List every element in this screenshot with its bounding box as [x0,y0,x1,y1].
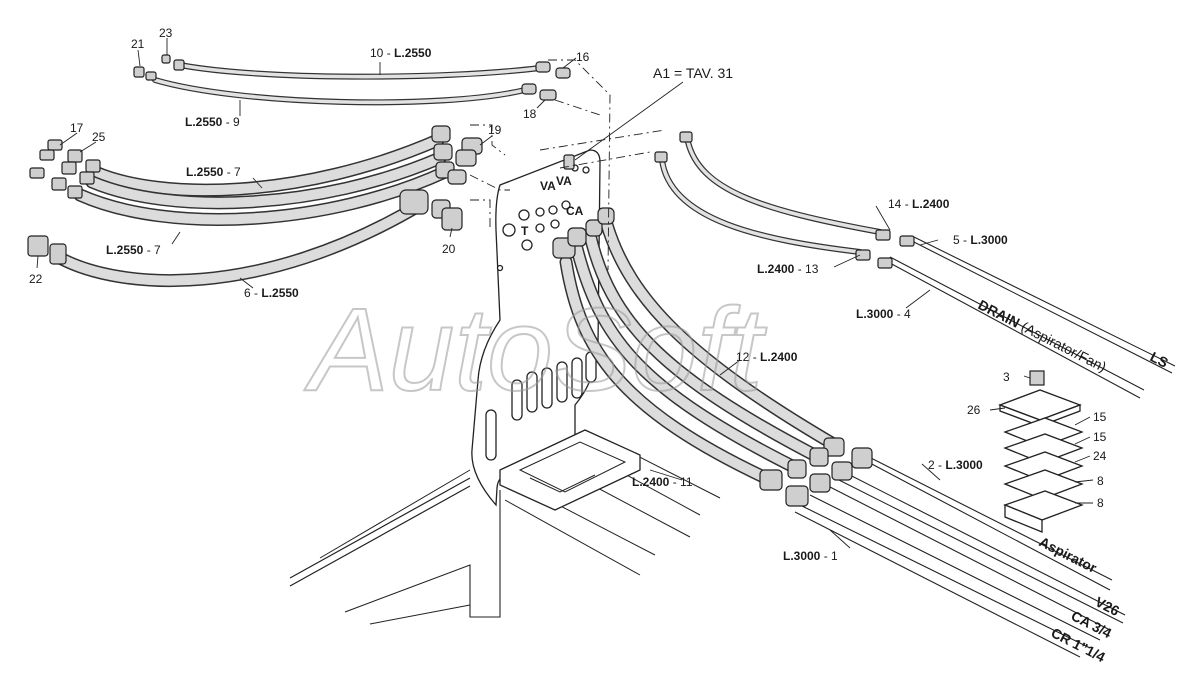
fitting-17 [47,139,63,151]
hose-label-4: L.3000 - 4 [856,307,911,321]
reference-label: A1 = TAV. 31 [653,65,733,81]
callout-15b: 15 [1093,430,1107,444]
hose-label-6: 6 - L.2550 [244,286,299,300]
hose-labels: 10 - L.2550 L.2550 - 9 L.2550 - 7 L.2550… [106,46,1008,563]
callout-24: 24 [1093,449,1107,463]
svg-text:VA: VA [556,174,572,188]
hose-label-2: 2 - L.3000 [928,458,983,472]
drain-label: DRAIN (Aspirator/Fan) [976,296,1109,375]
hose-label-12: 12 - L.2400 [736,350,798,364]
part-3-block [1029,370,1045,386]
spacer-stack [998,370,1084,533]
callout-8b: 8 [1097,496,1104,510]
fitting-16 [555,67,571,79]
fitting-20 [441,207,463,231]
hose-group-small [152,62,883,255]
hose-label-10: 10 - L.2550 [370,46,432,60]
hose-label-5: 5 - L.3000 [953,233,1008,247]
callout-25: 25 [92,130,106,144]
watermark: AutoSoft [304,284,767,416]
ls-label: LS [1148,348,1171,370]
fitting-18 [539,89,557,101]
callout-20: 20 [442,242,456,256]
callout-17: 17 [70,121,84,135]
callout-15a: 15 [1093,410,1107,424]
hose-label-7a: L.2550 - 7 [186,165,241,179]
leader-lines [36,38,1094,549]
hose-label-14: 14 - L.2400 [888,197,950,211]
callout-22: 22 [29,272,43,286]
callout-23: 23 [159,26,173,40]
svg-text:VA: VA [540,179,556,193]
callout-8a: 8 [1097,474,1104,488]
fitting-22 [27,235,49,257]
aspirator-label: Aspirator [1037,533,1100,576]
hose-label-7b: L.2550 - 7 [106,243,161,257]
outlet-lines [794,235,1176,658]
callout-26: 26 [967,403,981,417]
svg-text:CA: CA [566,204,584,218]
callout-21: 21 [131,37,145,51]
svg-text:T: T [521,224,529,238]
fitting-21 [133,66,145,78]
hose-label-9: L.2550 - 9 [185,115,240,129]
callout-16: 16 [576,50,590,64]
callout-19: 19 [488,123,502,137]
part-callouts: 21 23 16 18 17 25 19 20 22 3 26 15 15 24… [29,26,1107,510]
hose-label-13: L.2400 - 13 [757,262,819,276]
fitting-23 [161,54,171,64]
callout-18: 18 [523,107,537,121]
hose-group-large [53,133,842,487]
hose-label-1: L.3000 - 1 [783,549,838,563]
fittings [27,54,915,507]
hose-label-11: L.2400 - 11 [632,475,693,489]
callout-3: 3 [1003,370,1010,384]
